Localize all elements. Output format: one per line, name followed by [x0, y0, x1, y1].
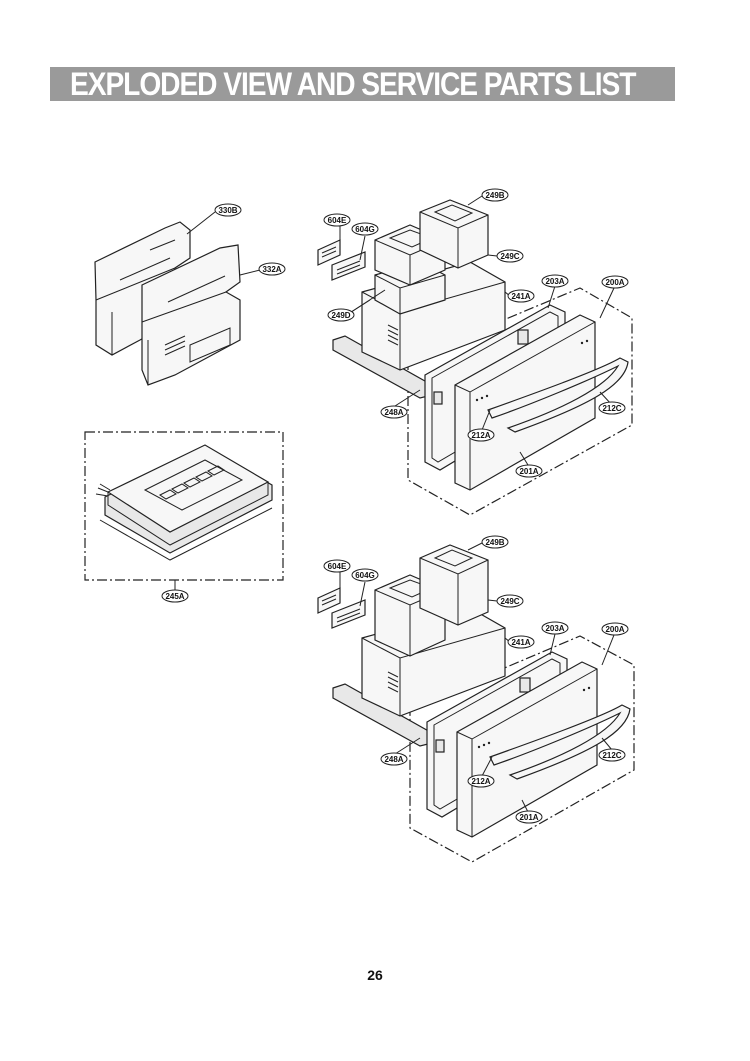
callout-203a-bottom: 203A	[541, 621, 569, 635]
svg-text:212C: 212C	[602, 404, 621, 413]
callout-248a-bottom: 248A	[380, 752, 408, 766]
page-number: 26	[367, 967, 383, 983]
control-panel-assembly: 245A	[84, 431, 284, 603]
callout-241a-top: 241A	[507, 289, 535, 303]
svg-text:248A: 248A	[384, 755, 403, 764]
svg-text:604G: 604G	[355, 225, 375, 234]
callout-249d-top: 249D	[327, 308, 355, 322]
svg-text:332A: 332A	[262, 265, 281, 274]
callout-212a-top: 212A	[467, 428, 495, 442]
page-title: EXPLODED VIEW AND SERVICE PARTS LIST	[70, 66, 636, 102]
svg-text:201A: 201A	[519, 467, 538, 476]
callout-201a-bottom: 201A	[515, 810, 543, 824]
callout-212c-bottom: 212C	[598, 748, 626, 762]
callout-200a-top: 200A	[601, 275, 629, 289]
svg-text:245A: 245A	[165, 592, 184, 601]
callout-212c-top: 212C	[598, 401, 626, 415]
svg-text:604G: 604G	[355, 571, 375, 580]
svg-text:203A: 203A	[545, 277, 564, 286]
callout-203a-top: 203A	[541, 274, 569, 288]
callout-248a-top: 248A	[380, 405, 408, 419]
svg-text:604E: 604E	[328, 216, 347, 225]
callout-212a-bottom: 212A	[467, 774, 495, 788]
svg-text:212C: 212C	[602, 751, 621, 760]
drawer-assembly-bottom: 249B 604E 604G 249C 203A 200A 241A 248A …	[317, 535, 635, 863]
duct-cover-332a	[141, 244, 241, 386]
svg-text:212A: 212A	[471, 777, 490, 786]
svg-text:249C: 249C	[500, 597, 519, 606]
svg-text:249B: 249B	[485, 538, 504, 547]
callout-604g-bottom: 604G	[351, 568, 379, 582]
callout-604e-top: 604E	[323, 213, 351, 227]
callout-604e-bottom: 604E	[323, 559, 351, 573]
drawer-assembly-top: 249B 604E 604G 249C 203A 200A 241A 249D …	[317, 188, 633, 516]
svg-text:200A: 200A	[605, 278, 624, 287]
svg-text:249D: 249D	[331, 311, 350, 320]
callout-201a-top: 201A	[515, 464, 543, 478]
callout-332a: 332A	[258, 262, 286, 276]
callout-245a: 245A	[161, 589, 189, 603]
svg-text:248A: 248A	[384, 408, 403, 417]
svg-text:241A: 241A	[511, 292, 530, 301]
callout-604g-top: 604G	[351, 222, 379, 236]
callout-249c-top: 249C	[496, 249, 524, 263]
svg-text:604E: 604E	[328, 562, 347, 571]
svg-text:203A: 203A	[545, 624, 564, 633]
svg-text:241A: 241A	[511, 638, 530, 647]
svg-text:212A: 212A	[471, 431, 490, 440]
title-bar	[50, 67, 675, 101]
callout-249c-bottom: 249C	[496, 594, 524, 608]
duct-cover-assembly: 330B 332A	[94, 203, 286, 386]
svg-text:249B: 249B	[485, 191, 504, 200]
callout-249b-top: 249B	[481, 188, 509, 202]
callout-249b-bottom: 249B	[481, 535, 509, 549]
svg-text:249C: 249C	[500, 252, 519, 261]
callout-330b: 330B	[214, 203, 242, 217]
callout-241a-bottom: 241A	[507, 635, 535, 649]
svg-text:201A: 201A	[519, 813, 538, 822]
callout-200a-bottom: 200A	[601, 622, 629, 636]
svg-text:200A: 200A	[605, 625, 624, 634]
svg-text:330B: 330B	[218, 206, 237, 215]
